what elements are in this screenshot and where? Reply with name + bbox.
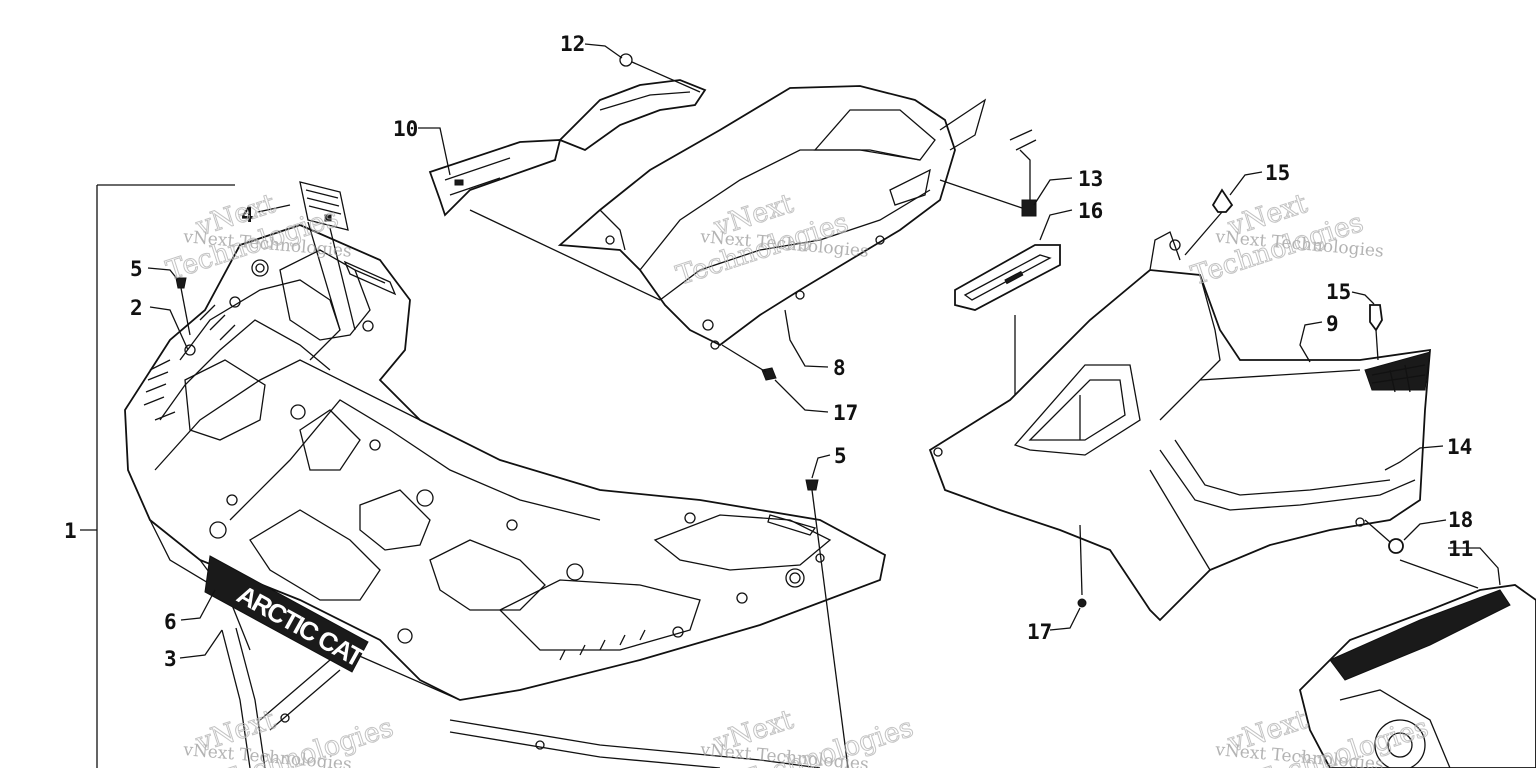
callout-9: 9 <box>1326 312 1339 336</box>
reflector-16 <box>954 244 1061 405</box>
clip-15a <box>1184 188 1234 256</box>
callout-14: 14 <box>1447 435 1472 459</box>
warning-decal <box>299 181 356 331</box>
callout-15b: 15 <box>1326 280 1351 304</box>
rack-support-tube <box>221 627 821 768</box>
callout-16: 16 <box>1078 199 1103 223</box>
callout-labels: 1 2 3 4 5 5 6 8 9 10 11 12 13 14 15 15 1… <box>64 32 1473 671</box>
callout-11: 11 <box>1448 537 1473 561</box>
clip-13 <box>939 129 1037 217</box>
assembly-bracket <box>80 184 235 768</box>
callout-1: 1 <box>64 519 77 543</box>
callout-5a: 5 <box>130 257 143 281</box>
front-rack <box>124 224 887 701</box>
clip-15b <box>1369 304 1383 361</box>
callout-12: 12 <box>560 32 585 56</box>
screw-12 <box>619 53 701 93</box>
grab-bar <box>558 79 707 152</box>
side-panel-10 <box>428 139 661 301</box>
callout-18: 18 <box>1448 508 1473 532</box>
callout-4: 4 <box>241 203 254 227</box>
side-fender <box>928 231 1431 622</box>
callout-5b: 5 <box>834 444 847 468</box>
screw-17a <box>721 344 777 381</box>
callout-17a: 17 <box>833 401 858 425</box>
callout-2: 2 <box>130 296 143 320</box>
callout-6: 6 <box>164 610 177 634</box>
callout-3: 3 <box>164 647 177 671</box>
screw-17b <box>1077 524 1087 608</box>
callout-8: 8 <box>833 356 846 380</box>
callout-13: 13 <box>1078 167 1103 191</box>
screw-5a <box>175 277 191 336</box>
leader-lines <box>147 43 1501 659</box>
screw-5b <box>805 479 849 768</box>
grommet-18 <box>1364 519 1404 554</box>
front-hood <box>557 85 987 350</box>
grille-11 <box>1299 559 1536 768</box>
callout-10: 10 <box>393 117 418 141</box>
callout-17b: 17 <box>1027 620 1052 644</box>
watermark-5: vNext Technologies vNext Technologies <box>699 704 918 768</box>
callout-15a: 15 <box>1265 161 1290 185</box>
